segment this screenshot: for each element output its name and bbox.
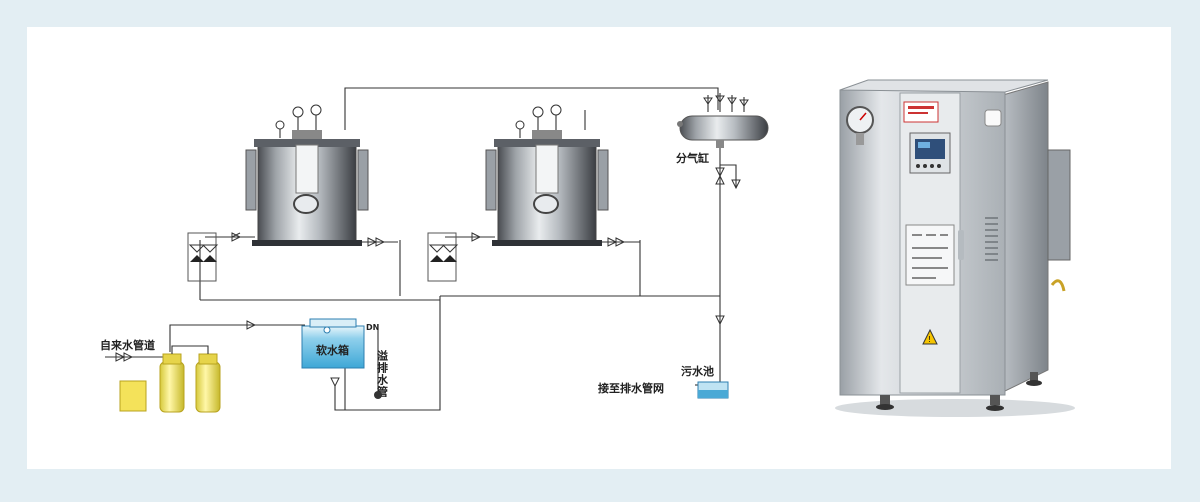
soft-water-tank-label: 软水箱 [316,343,349,357]
sewage-pit-label: 污水池 [681,364,714,378]
tap-water-pipe-label: 自来水管道 [100,338,155,352]
steam-header [677,115,769,148]
soft-water-tank [301,318,365,369]
svg-text:!: ! [928,335,931,344]
valves [115,95,749,388]
pump-group-2 [427,232,459,282]
steam-header-label: 分气缸 [676,151,709,165]
sewage-pit [697,381,729,399]
boiler-1 [245,104,369,246]
electric-steam-boiler-product: ! [835,79,1075,417]
drain-point [374,391,382,399]
water-softener [119,345,221,413]
tank-dn-label: DN [366,323,379,332]
boiler-2 [485,104,609,246]
overflow-drain-pipe-label: 溢排水管 [376,349,389,398]
to-drain-network-label: 接至排水管网 [598,381,664,395]
pump-group-1 [187,232,219,282]
